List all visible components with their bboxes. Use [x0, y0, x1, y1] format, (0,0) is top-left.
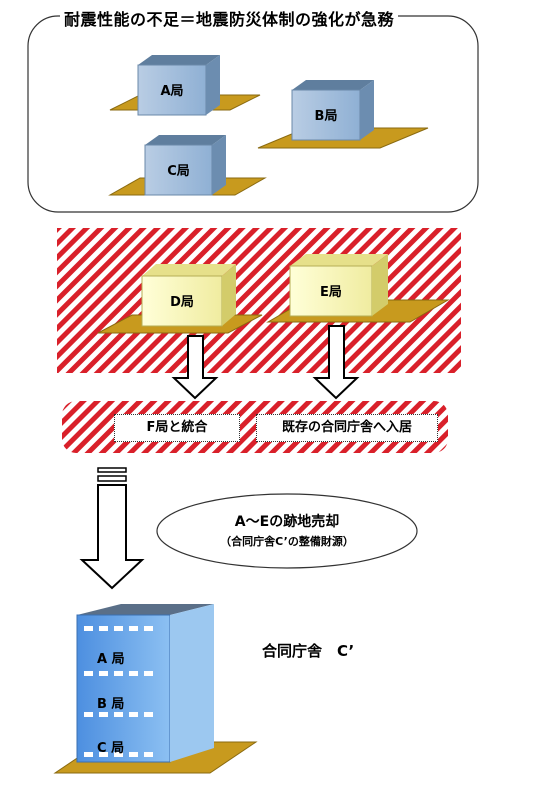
tower-window [114, 626, 123, 631]
label-a: A局 [160, 84, 184, 99]
new-building-name: 合同庁舎 C’ [262, 642, 355, 660]
sale-line1: A～Eの跡地売却 [234, 514, 340, 530]
tower-window [129, 712, 138, 717]
merge-box: F局と統合 [114, 414, 240, 442]
label-c: C局 [167, 164, 190, 179]
tower-window [129, 752, 138, 757]
big-arrow [79, 467, 145, 590]
tower-windows [84, 626, 153, 757]
tower-window [114, 752, 123, 757]
building-c [108, 135, 267, 196]
tower-window [99, 712, 108, 717]
floor-c: C 局 [97, 741, 125, 756]
tower-window [129, 626, 138, 631]
tower-window [99, 671, 108, 676]
tower-window [99, 752, 108, 757]
label-d: D局 [170, 295, 194, 310]
label-b: B局 [314, 109, 338, 124]
move-box: 既存の合同庁舎へ入居 [256, 414, 438, 442]
building-e [266, 254, 450, 323]
building-b [257, 80, 429, 149]
floor-b: B 局 [97, 697, 125, 712]
floor-a: A 局 [97, 652, 125, 667]
building-d [97, 264, 263, 334]
tower-window [84, 752, 93, 757]
building-a [109, 55, 261, 116]
tower-window [99, 626, 108, 631]
sale-line2: （合同庁舎C’の整備財源） [220, 535, 354, 548]
tower-window [84, 712, 93, 717]
new-tower [53, 604, 258, 774]
tower-window [129, 671, 138, 676]
sale-ellipse [156, 493, 418, 569]
tower-window [84, 671, 93, 676]
tower-window [144, 626, 153, 631]
tower-window [84, 626, 93, 631]
label-e: E局 [320, 285, 342, 300]
tower-window [114, 712, 123, 717]
page-title: 耐震性能の不足＝地震防災体制の強化が急務 [60, 6, 399, 30]
tower-window [144, 752, 153, 757]
tower-window [144, 671, 153, 676]
arrow-e [312, 325, 360, 400]
tower-window [144, 712, 153, 717]
tower-window [114, 671, 123, 676]
arrow-d [171, 335, 219, 400]
